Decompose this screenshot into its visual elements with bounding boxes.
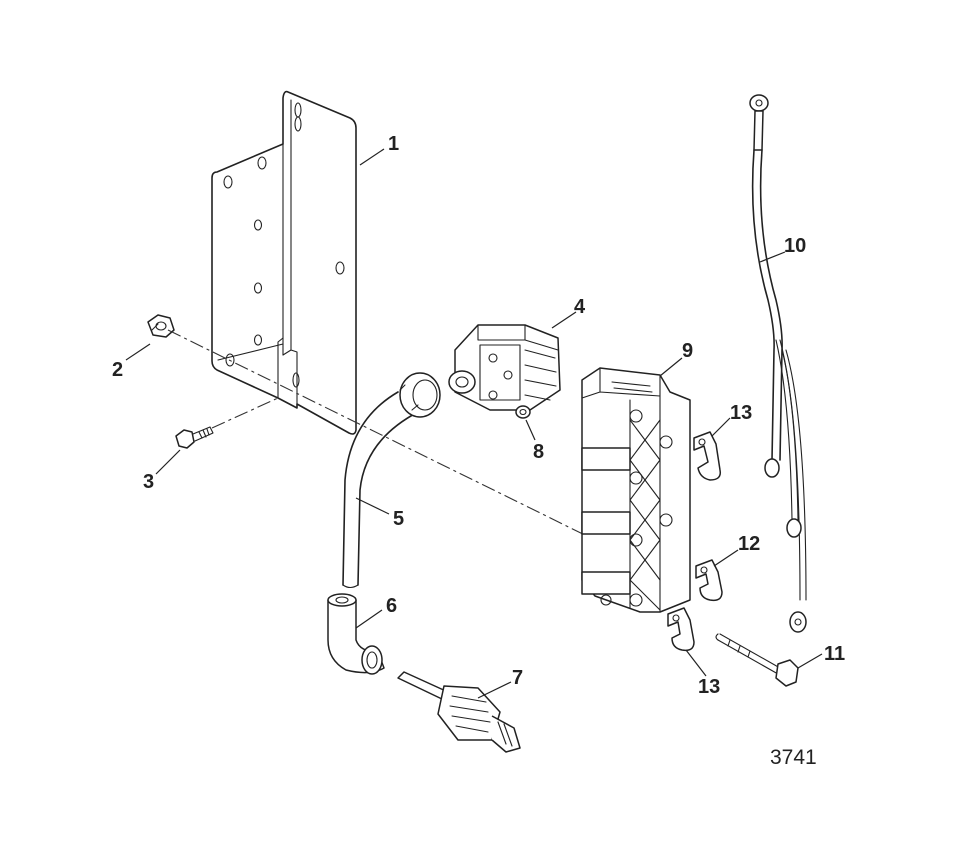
long-screw bbox=[715, 633, 799, 687]
callout-13-upper: 13 bbox=[730, 402, 752, 424]
spark-plug bbox=[397, 671, 521, 753]
centerline-screw bbox=[211, 397, 279, 429]
ignition-lead bbox=[342, 372, 441, 589]
mounting-bracket bbox=[211, 90, 357, 435]
callout-10: 10 bbox=[784, 235, 806, 257]
callout-9: 9 bbox=[682, 340, 693, 362]
ground-wire-harness bbox=[749, 94, 807, 633]
callout-2: 2 bbox=[112, 359, 123, 381]
spark-plug-boot bbox=[327, 593, 385, 675]
callout-4: 4 bbox=[574, 296, 586, 318]
callout-3: 3 bbox=[143, 471, 154, 493]
callout-8: 8 bbox=[533, 441, 544, 463]
callout-7: 7 bbox=[512, 667, 523, 689]
wire-clip-lower bbox=[667, 607, 695, 652]
reference-number: 3741 bbox=[770, 746, 817, 769]
wire-clip bbox=[695, 559, 723, 602]
small-nut bbox=[515, 405, 531, 419]
callout-13-lower: 13 bbox=[698, 676, 720, 698]
coil-connector bbox=[448, 324, 561, 411]
callout-11: 11 bbox=[824, 643, 845, 665]
hex-nut bbox=[147, 314, 175, 338]
ignition-coil-assembly bbox=[581, 367, 691, 613]
callout-1: 1 bbox=[388, 133, 399, 155]
callout-5: 5 bbox=[393, 508, 404, 530]
leader-lines bbox=[125, 148, 823, 699]
screw bbox=[175, 426, 214, 449]
centerline-nut bbox=[167, 329, 606, 546]
callout-12: 12 bbox=[738, 533, 760, 555]
callout-6: 6 bbox=[386, 595, 397, 617]
wire-clip-upper bbox=[693, 431, 722, 481]
